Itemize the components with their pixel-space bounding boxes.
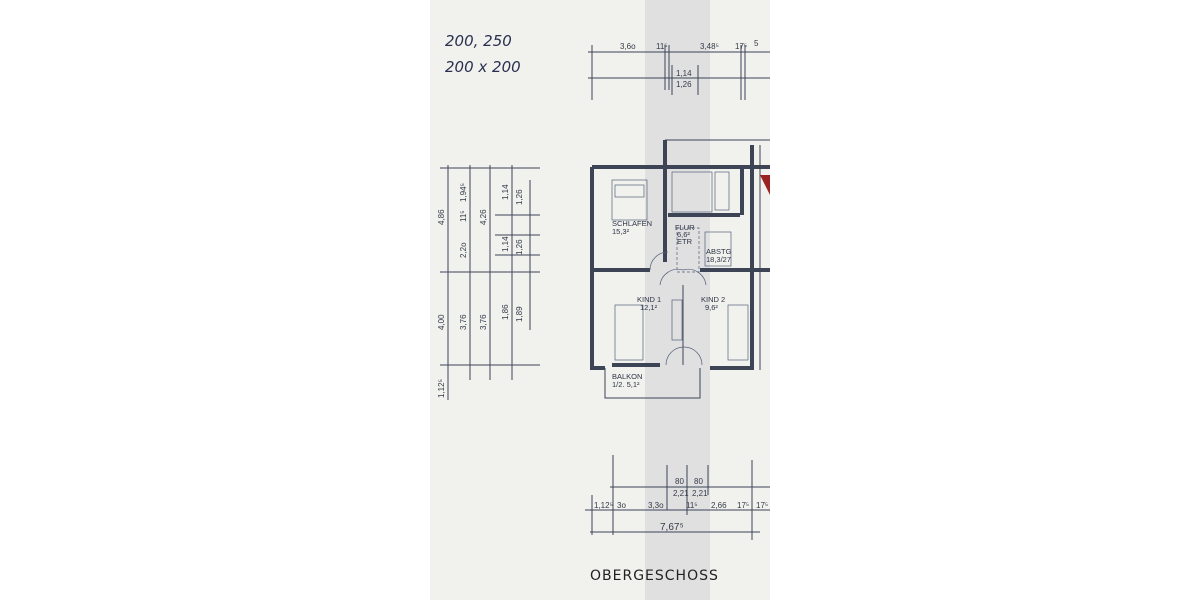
- dimension-label: 1,14: [501, 236, 510, 252]
- room-labels: SCHLAFEN 15,3² FLUR 6,6² ETR ABSTG 18,3/…: [612, 219, 732, 389]
- dimension-label: 1,94⁵: [459, 183, 468, 202]
- room-area: 18,3/27: [706, 255, 731, 264]
- dimension-label: 2,21: [692, 489, 708, 498]
- room-name-kind-1: KIND 1: [637, 295, 661, 304]
- room-name-balkon: BALKON: [612, 372, 642, 381]
- dimension-label: 3,6o: [620, 42, 636, 51]
- dimension-label: 1,12⁵: [437, 379, 446, 398]
- dimension-label: 1,26: [515, 189, 524, 205]
- plan-walls: [590, 139, 770, 399]
- dimension-label: 2,2o: [459, 242, 468, 258]
- dimension-label: 1,26: [676, 80, 692, 89]
- dimension-label: 11⁵: [459, 210, 468, 222]
- room-name-abstg: ABSTG: [706, 247, 732, 256]
- room-area: 9,6²: [705, 303, 718, 312]
- room-note: ETR: [677, 237, 693, 246]
- dimension-label: 5: [754, 39, 759, 48]
- dimension-label: 80: [694, 477, 703, 486]
- dimension-label: 2,66: [711, 501, 727, 510]
- dimension-label: 3,76: [459, 314, 468, 330]
- dimension-label: 17⁵: [756, 501, 768, 510]
- dimension-label: 11⁵: [686, 501, 698, 510]
- dimension-label: 4,86: [437, 209, 446, 225]
- dimension-label: 1,12⁵: [594, 501, 613, 510]
- handwritten-note: 200, 250: [445, 32, 512, 50]
- top-dimensions: 3,6o 11⁵ 3,48⁵ 17⁵ 5 1,14 1,26: [588, 39, 770, 100]
- room-name-kind-2: KIND 2: [701, 295, 725, 304]
- room-name-flur: FLUR: [675, 223, 695, 232]
- room-area: 12,1²: [640, 303, 658, 312]
- plan-fixtures: [611, 171, 770, 366]
- room-area: 6,6²: [677, 230, 690, 239]
- left-dimensions: [440, 165, 540, 400]
- room-area: 15,3²: [612, 227, 630, 236]
- plan-title: OBERGESCHOSS: [590, 568, 719, 584]
- bottom-dimensions: 80 80 2,21 2,21 1,12⁵ 3o 3,3o 11⁵ 2,66 1…: [585, 455, 770, 540]
- dimension-label: 3o: [617, 501, 626, 510]
- dimension-label: 3,48⁵: [700, 42, 719, 51]
- left-dimension-labels: 4,86 4,00 1,12⁵ 1,94⁵ 11⁵ 2,2o 3,76 4,26…: [437, 183, 524, 398]
- dimension-label-total: 7,67⁵: [660, 522, 684, 533]
- dimension-label: 4,26: [479, 209, 488, 225]
- dimension-label: 4,00: [437, 314, 446, 330]
- dimension-label: 17⁵: [735, 42, 747, 51]
- dimension-label: 1,26: [515, 239, 524, 255]
- handwritten-note: 200 x 200: [445, 58, 521, 76]
- dimension-label: 1,86: [501, 304, 510, 320]
- dimension-label: 2,21: [673, 489, 689, 498]
- dimension-label: 1,14: [676, 69, 692, 78]
- dimension-label: 80: [675, 477, 684, 486]
- dimension-label: 17⁵: [737, 501, 749, 510]
- dimension-label: 3,76: [479, 314, 488, 330]
- dimension-label: 1,14: [501, 184, 510, 200]
- dimension-label: 1,89: [515, 306, 524, 322]
- room-name-schlafen: SCHLAFEN: [612, 219, 652, 228]
- room-area: 1/2. 5,1²: [612, 380, 640, 389]
- dimension-label: 11⁵: [656, 42, 668, 51]
- paper-sheet: [430, 0, 770, 600]
- dimension-label: 3,3o: [648, 501, 664, 510]
